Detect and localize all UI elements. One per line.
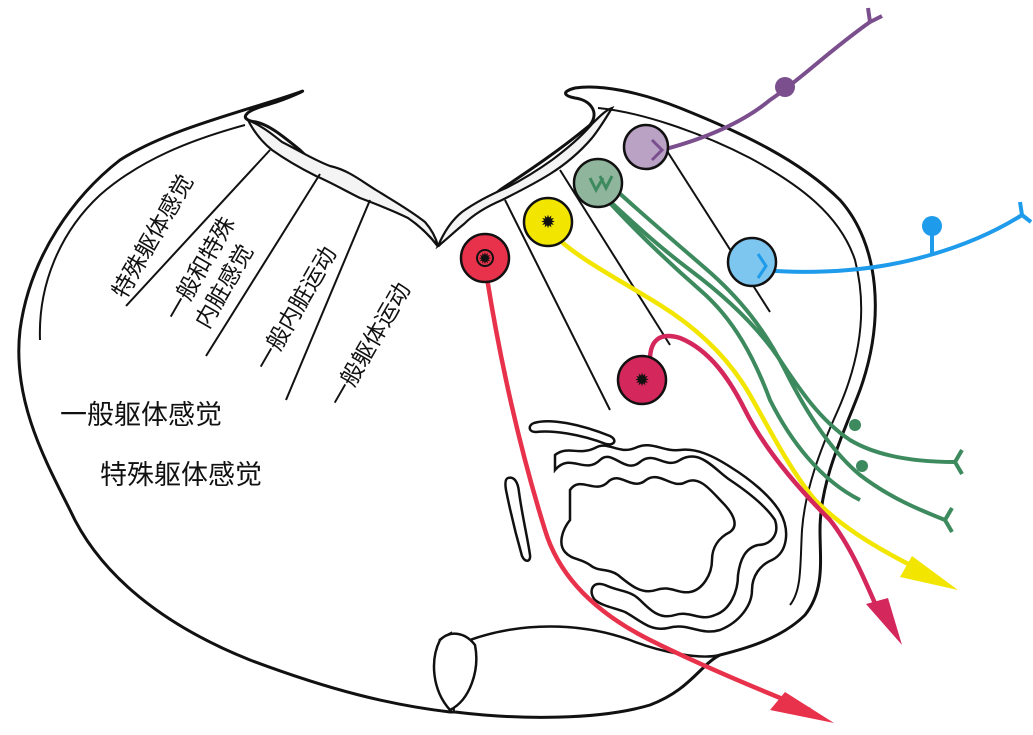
- red-nucleus-ambiguus: ✹: [618, 356, 666, 404]
- green-ganglion-2: [856, 460, 868, 472]
- green-ganglion-1: [849, 419, 861, 431]
- purple-terminal: [868, 8, 882, 22]
- label-general-somatic-sensory: 一般躯体感觉: [60, 400, 222, 431]
- purple-nucleus: [624, 125, 668, 169]
- green-terminal-2: [945, 508, 952, 532]
- magenta-arrowhead: [866, 598, 902, 645]
- green-terminal-1: [955, 450, 962, 474]
- svg-text:✹: ✹: [634, 370, 649, 391]
- yellow-nucleus: ✹: [524, 198, 572, 246]
- purple-ganglion: [775, 77, 795, 97]
- blue-nucleus: [728, 238, 776, 286]
- blue-terminal: [1020, 202, 1031, 222]
- green-nucleus: [574, 159, 622, 207]
- label-special-somatic-sensory: 特殊躯体感觉: [100, 460, 262, 491]
- yellow-arrowhead: [900, 556, 958, 590]
- red-nucleus-midline: ✹: [461, 234, 509, 282]
- svg-text:✹: ✹: [478, 249, 491, 268]
- svg-text:✹: ✹: [540, 212, 555, 233]
